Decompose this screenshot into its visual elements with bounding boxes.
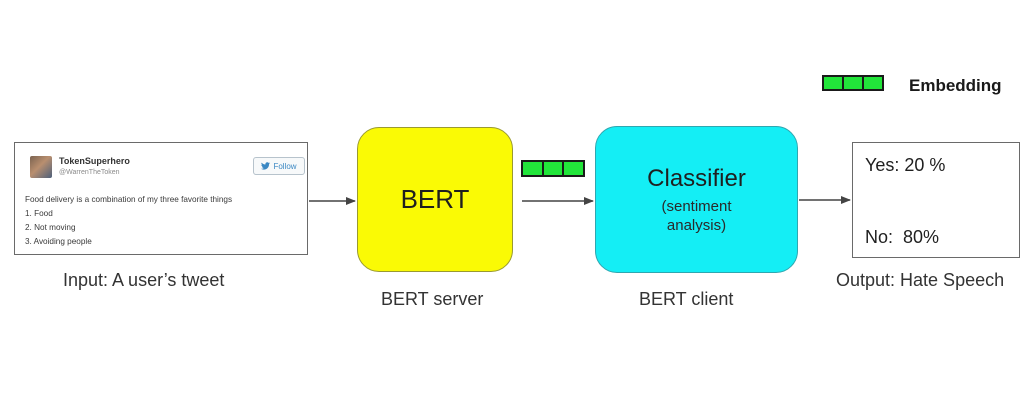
embedding-legend-label: Embedding [909,76,1002,95]
embedding-segment [824,77,844,89]
embedding-vector [521,160,585,177]
embedding-segment [864,77,882,89]
embedding-segment [564,162,584,175]
embedding-segment [543,162,565,175]
caption-output: Output: Hate Speech [836,270,1005,290]
output-box: Yes: 20 % No: 80% [852,142,1020,258]
caption-bert-client: BERT client [639,289,734,309]
bert-node-title: BERT [400,184,470,214]
follow-button-label: Follow [273,161,297,171]
caption-input: Input: A user’s tweet [63,270,225,290]
tweet-card: TokenSuperhero @WarrenTheToken Follow Fo… [14,142,308,255]
classifier-node: Classifier (sentiment analysis) [595,126,798,273]
embedding-segment [523,162,544,175]
tweet-text-line: Food delivery is a combination of my thr… [25,195,233,204]
tweet-author-handle: @WarrenTheToken [59,169,120,176]
tweet-author-name: TokenSuperhero [59,156,130,166]
embedding-legend-swatch [822,75,884,91]
caption-bert-server: BERT server [381,289,484,309]
output-no-value: No: 80% [865,227,940,247]
avatar [30,156,52,178]
classifier-node-title: Classifier [647,164,746,192]
classifier-subtitle-line: (sentiment [661,197,732,215]
twitter-bird-icon [261,162,271,170]
tweet-text-line: 2. Not moving [25,223,76,232]
output-yes-value: Yes: 20 % [865,155,946,175]
tweet-text-line: 1. Food [25,209,53,218]
classifier-node-subtitle: (sentiment analysis) [661,197,731,235]
tweet-text-line: 3. Avoiding people [25,237,92,246]
classifier-subtitle-line: analysis) [666,216,727,234]
embedding-segment [844,77,864,89]
bert-node: BERT [357,127,513,272]
follow-button[interactable]: Follow [253,157,305,175]
